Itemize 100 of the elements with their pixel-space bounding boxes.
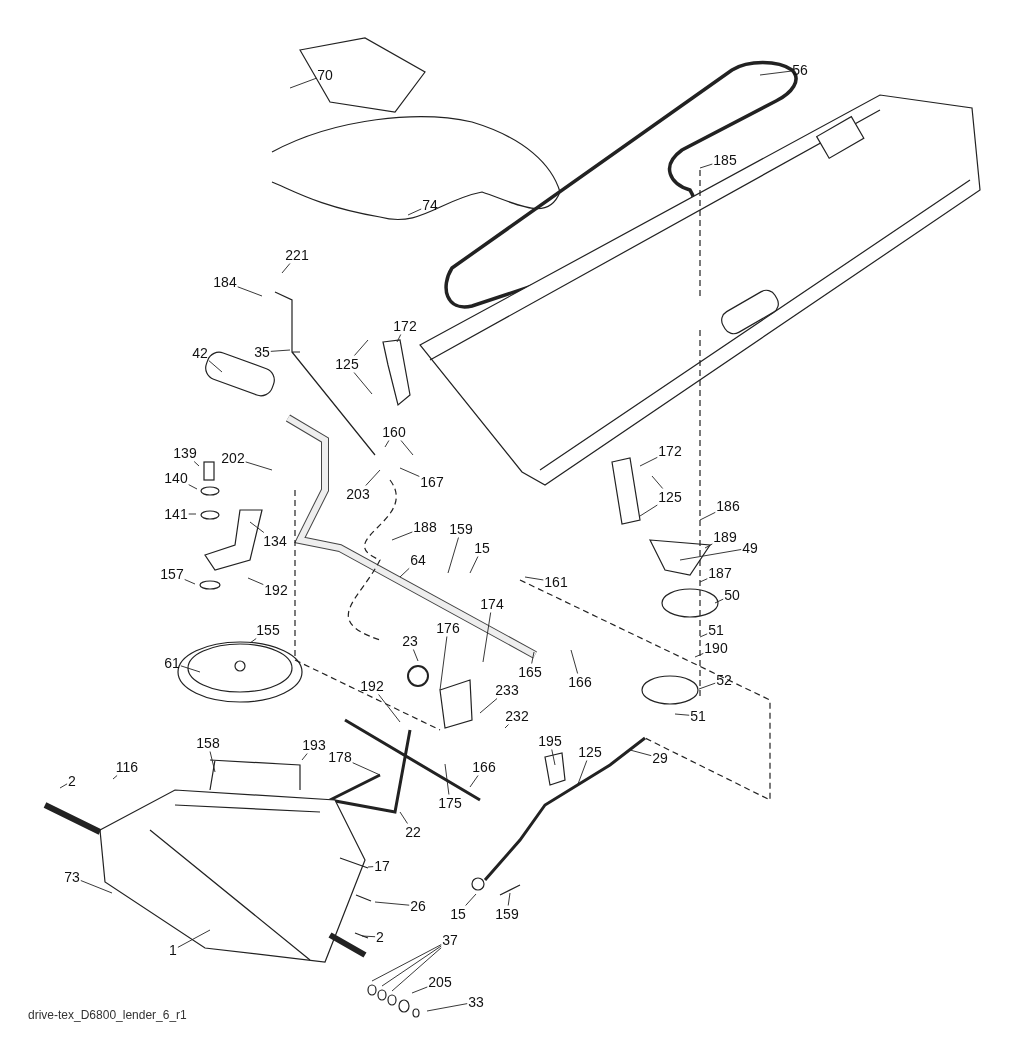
- callout-number: 159: [449, 521, 473, 537]
- callout-number: 2: [376, 929, 384, 945]
- callout-number: 232: [505, 708, 529, 724]
- leader-line: [184, 579, 196, 585]
- callout-number: 56: [792, 62, 808, 78]
- callout-number: 33: [468, 994, 484, 1010]
- callout-number: 233: [495, 682, 519, 698]
- callout-number: 185: [713, 152, 737, 168]
- leader-line: [651, 475, 664, 489]
- callout-number: 202: [221, 450, 245, 466]
- leader-line: [391, 531, 413, 541]
- leader-line: [531, 651, 535, 664]
- callout-number: 157: [160, 566, 184, 582]
- leader-line: [209, 751, 216, 773]
- callout-number: 52: [716, 672, 732, 688]
- leader-line: [694, 652, 704, 658]
- leader-line: [699, 633, 708, 638]
- callout-number: 176: [436, 620, 460, 636]
- leader-line: [629, 749, 652, 757]
- callout-number: 166: [472, 759, 496, 775]
- callout-number: 74: [422, 197, 438, 213]
- leader-line: [444, 763, 450, 795]
- leader-line: [237, 286, 263, 297]
- leader-line: [249, 521, 265, 533]
- callout-number: 190: [704, 640, 728, 656]
- leader-line: [507, 892, 511, 906]
- callout-number: 184: [213, 274, 237, 290]
- leader-line: [188, 484, 198, 490]
- callout-number: 42: [192, 345, 208, 361]
- callout-number: 15: [450, 906, 466, 922]
- callout-number: 2: [68, 773, 76, 789]
- leader-line: [469, 775, 479, 788]
- leader-line: [378, 694, 401, 723]
- leader-line: [759, 70, 792, 76]
- leader-line: [177, 929, 211, 948]
- callout-number: 70: [317, 67, 333, 83]
- leader-line: [679, 549, 742, 561]
- leader-line: [352, 762, 381, 776]
- leader-line: [391, 947, 442, 992]
- callout-number: 49: [742, 540, 758, 556]
- callout-number: 193: [302, 737, 326, 753]
- leader-line: [674, 713, 690, 716]
- leader-line: [188, 513, 197, 515]
- callout-number: 125: [578, 744, 602, 760]
- callout-number: 178: [328, 749, 352, 765]
- callout-number: 22: [405, 824, 421, 840]
- callout-number: 37: [442, 932, 458, 948]
- callout-number: 155: [256, 622, 280, 638]
- callout-number: 50: [724, 587, 740, 603]
- leader-line: [112, 775, 118, 780]
- callout-number: 17: [374, 858, 390, 874]
- callout-number: 29: [652, 750, 668, 766]
- leader-line: [193, 461, 200, 467]
- leader-line: [479, 698, 498, 714]
- leader-line: [245, 461, 273, 471]
- callout-number: 61: [164, 655, 180, 671]
- leader-line: [699, 511, 716, 521]
- callout-number: 125: [335, 356, 359, 372]
- leader-line: [361, 935, 376, 938]
- callout-number: 23: [402, 633, 418, 649]
- callout-number: 116: [115, 759, 139, 775]
- leader-line: [639, 504, 658, 517]
- leader-line: [381, 945, 442, 987]
- callout-number: 203: [346, 486, 370, 502]
- callout-number: 172: [393, 318, 417, 334]
- leader-line: [208, 360, 223, 373]
- leader-line: [384, 440, 390, 448]
- callout-number: 175: [438, 795, 462, 811]
- callout-number: 51: [708, 622, 724, 638]
- callout-number: 174: [480, 596, 504, 612]
- callout-number: 165: [518, 664, 542, 680]
- leader-line: [396, 334, 402, 343]
- leader-line: [367, 866, 374, 868]
- callout-number: 205: [428, 974, 452, 990]
- leader-line: [289, 77, 317, 89]
- callout-number: 158: [196, 735, 220, 751]
- leader-line: [714, 598, 724, 604]
- leader-line: [411, 986, 428, 994]
- leader-line: [465, 893, 477, 906]
- callout-number: 166: [568, 674, 592, 690]
- leader-line: [577, 760, 588, 785]
- leader-line: [439, 636, 448, 691]
- callout-number: 192: [264, 582, 288, 598]
- leader-line: [59, 783, 68, 789]
- callout-number: 35: [254, 344, 270, 360]
- callout-number: 186: [716, 498, 740, 514]
- leader-line: [407, 208, 422, 216]
- callout-number: 172: [658, 443, 682, 459]
- leader-line: [281, 263, 291, 274]
- callout-number: 192: [360, 678, 384, 694]
- callout-number: 1: [169, 942, 177, 958]
- leader-line: [412, 649, 419, 662]
- callout-number: 140: [164, 470, 188, 486]
- callout-number: 26: [410, 898, 426, 914]
- callout-number: 125: [658, 489, 682, 505]
- callout-number: 51: [690, 708, 706, 724]
- leader-line: [249, 638, 257, 644]
- leader-line: [447, 537, 459, 574]
- callout-number: 159: [495, 906, 519, 922]
- leader-line: [699, 163, 713, 169]
